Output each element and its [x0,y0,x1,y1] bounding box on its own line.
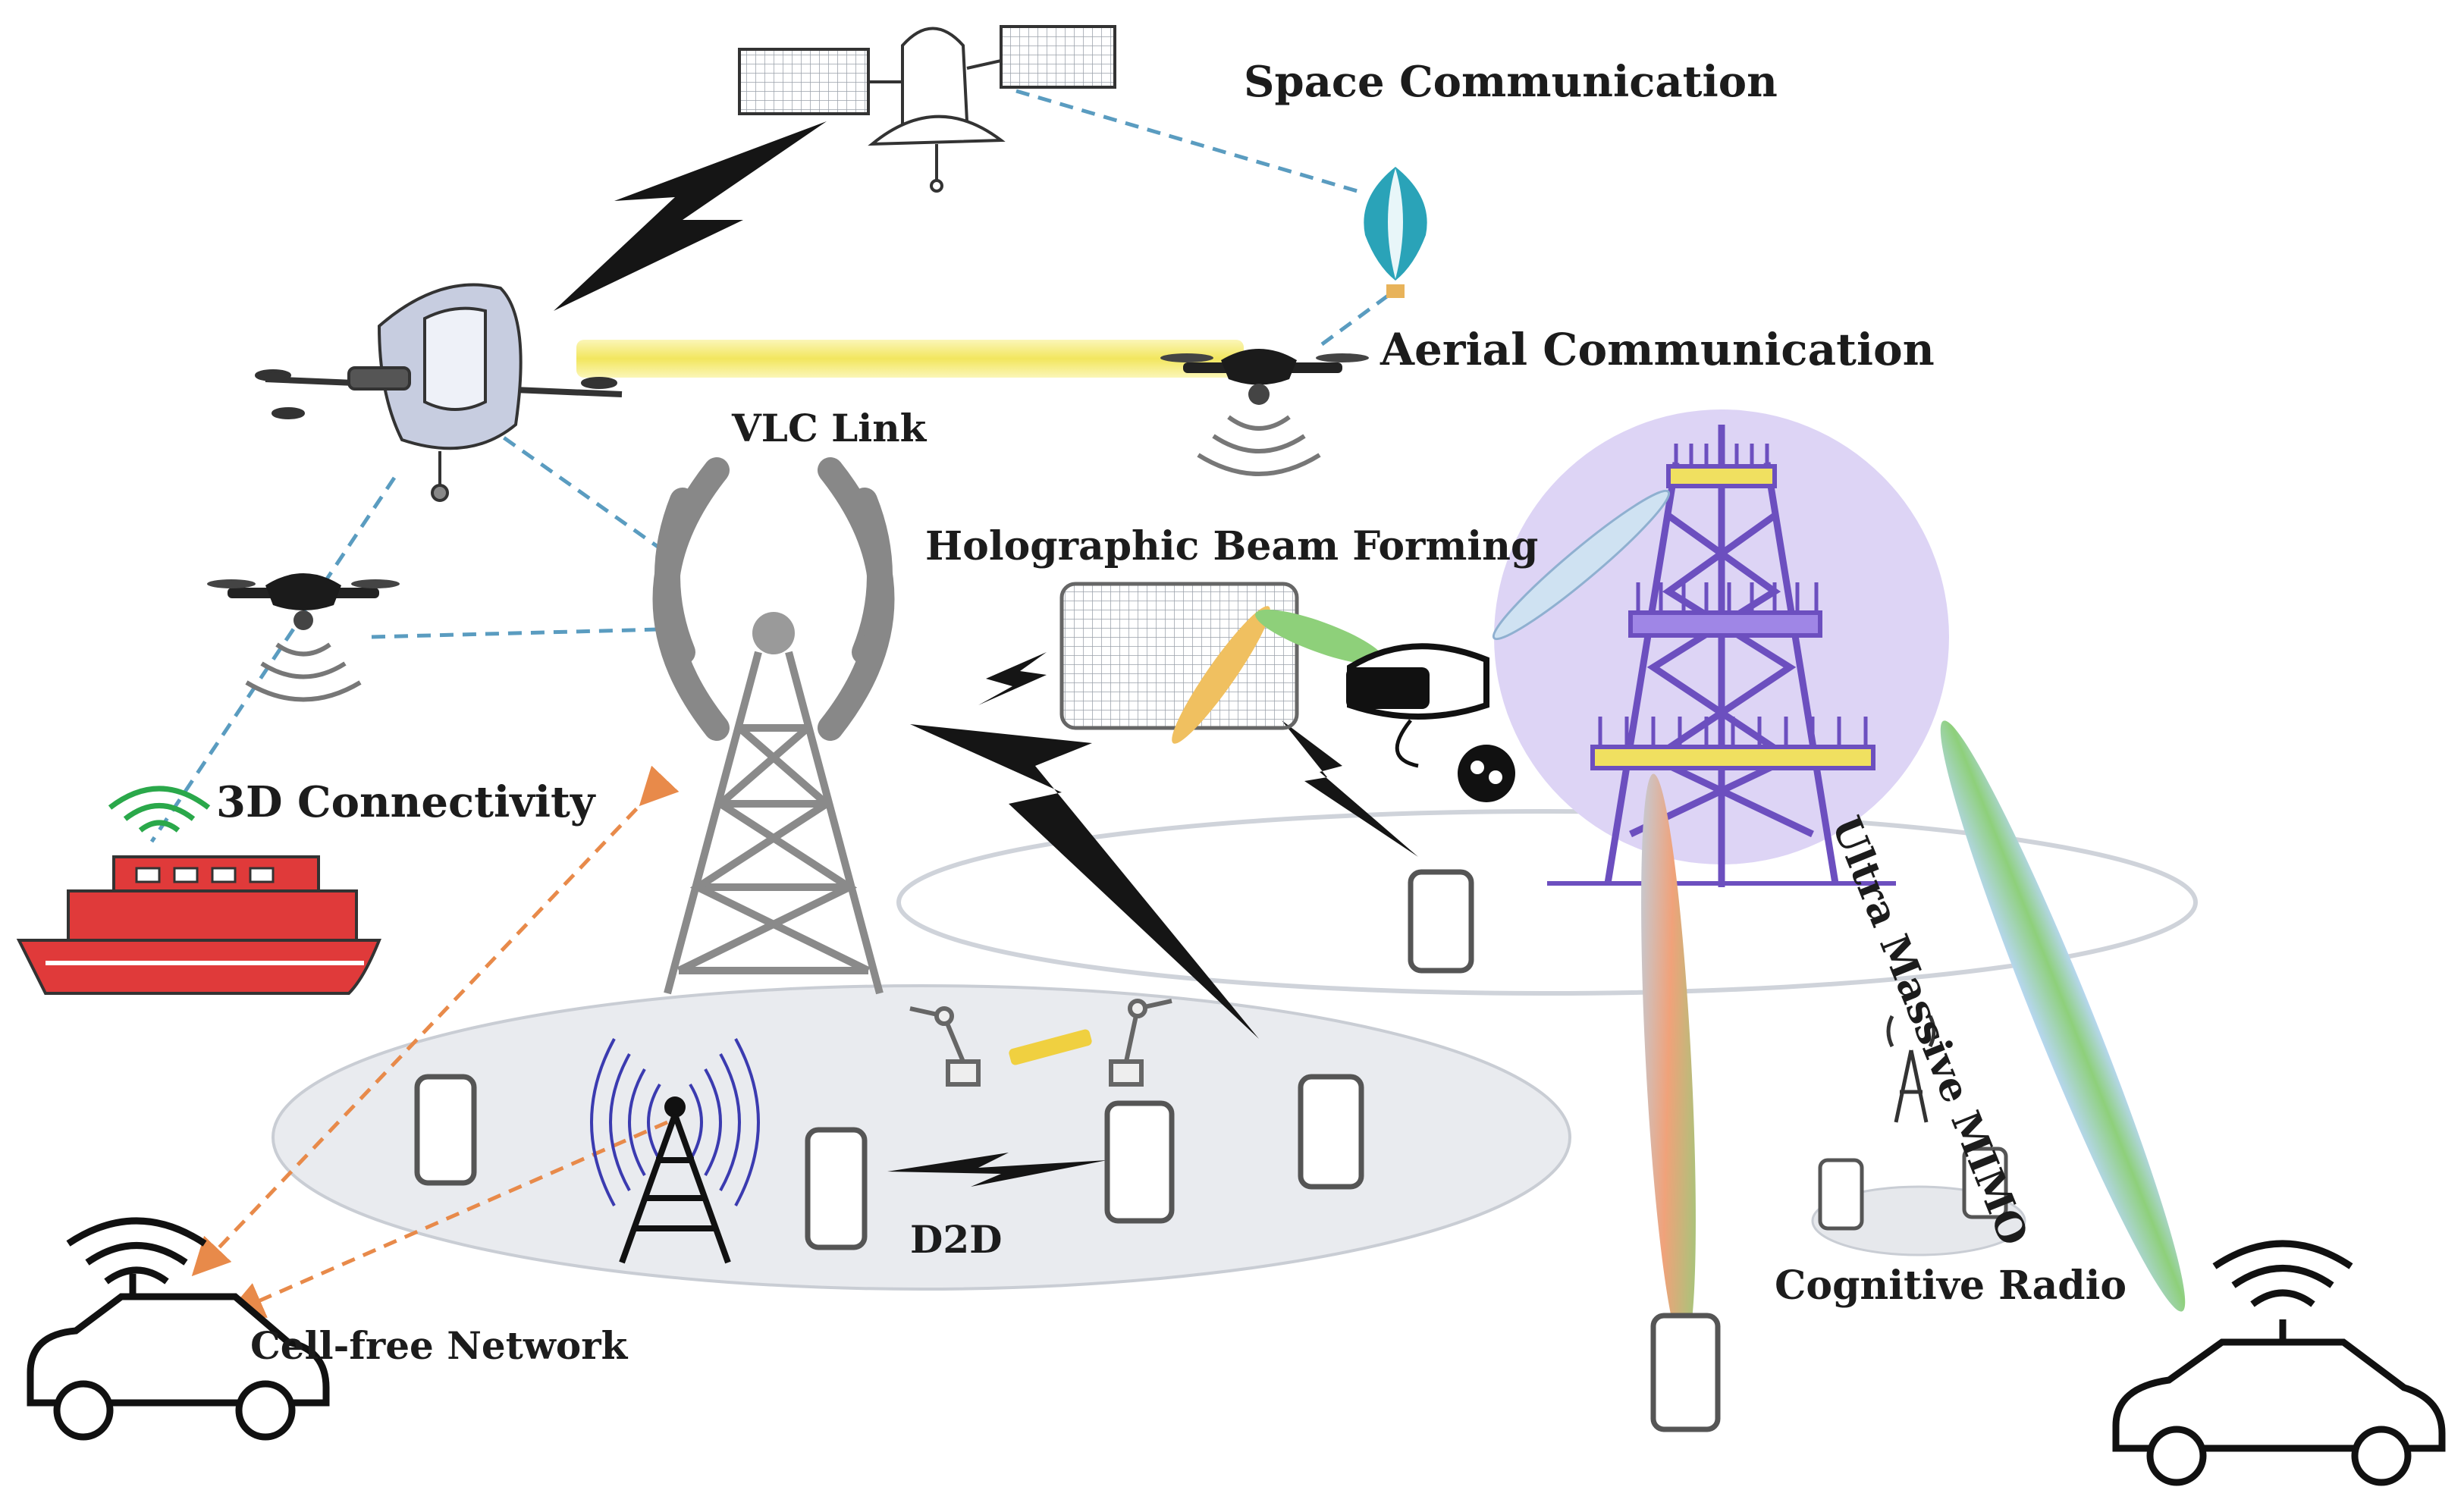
mimo-antenna-teeth [1598,444,1868,747]
cellfree-links [191,765,680,1318]
label-d2d: D2D [910,1217,1003,1262]
mimo-coverage-ellipse [896,809,2198,996]
smartphone-icon [1650,1313,1721,1432]
robot-link-beam [1009,1029,1092,1065]
quadcopter-drone-icon [1160,349,1369,476]
cell-tower-icon [652,457,895,995]
lightning-link-icon [1282,720,1418,857]
smartphone-icon [805,1127,868,1250]
robot-arm-icon [1109,999,1172,1087]
car-icon [27,1217,330,1441]
smartphone-icon [1962,1147,2008,1219]
holographic-panel-icon [1059,582,1384,744]
air-taxi-drone-icon [255,283,623,502]
satellite-icon [738,25,1116,193]
vlc-beam [576,340,1244,378]
smartphone-icon [1298,1074,1364,1190]
car-icon [2112,1240,2446,1486]
label-aerial-communication: Aerial Communication [1380,324,1935,375]
vr-headset-icon [1346,643,1515,802]
mimo-beam [1641,773,1696,1350]
label-cell-free-network: Cell-free Network [250,1323,628,1368]
label-vlc-link: VLC Link [732,406,927,450]
quadcopter-drone-icon [207,573,400,702]
lightning-link-icon [887,1153,1107,1187]
cell-tower-icon [1886,1015,1936,1123]
mimo-antenna-bars [1590,464,1875,770]
mimo-tower-icon [1547,425,1896,887]
ship-icon [16,786,381,995]
mimo-beam [1492,489,1671,641]
cell-tower-icon [590,1038,760,1264]
smartphone-icon [1818,1158,1864,1231]
lightning-link-icon [978,652,1047,705]
robot-arm-icon [909,1006,981,1087]
smartphone-icon [414,1074,477,1186]
smartphones [414,869,2008,1432]
lightning-link-icon [554,121,827,311]
label-cognitive-radio: Cognitive Radio [1775,1263,2127,1309]
smartphone-icon [1104,1100,1175,1224]
label-holographic-beam-forming: Holographic Beam Forming [925,523,1539,569]
label-3d-connectivity: 3D Connectivity [216,777,595,827]
smartphone-icon [1408,869,1474,974]
hot-air-balloon-icon [1364,167,1427,298]
lightning-links [554,121,1418,1187]
mimo-beam [1940,720,2186,1312]
label-space-communication: Space Communication [1244,57,1778,107]
